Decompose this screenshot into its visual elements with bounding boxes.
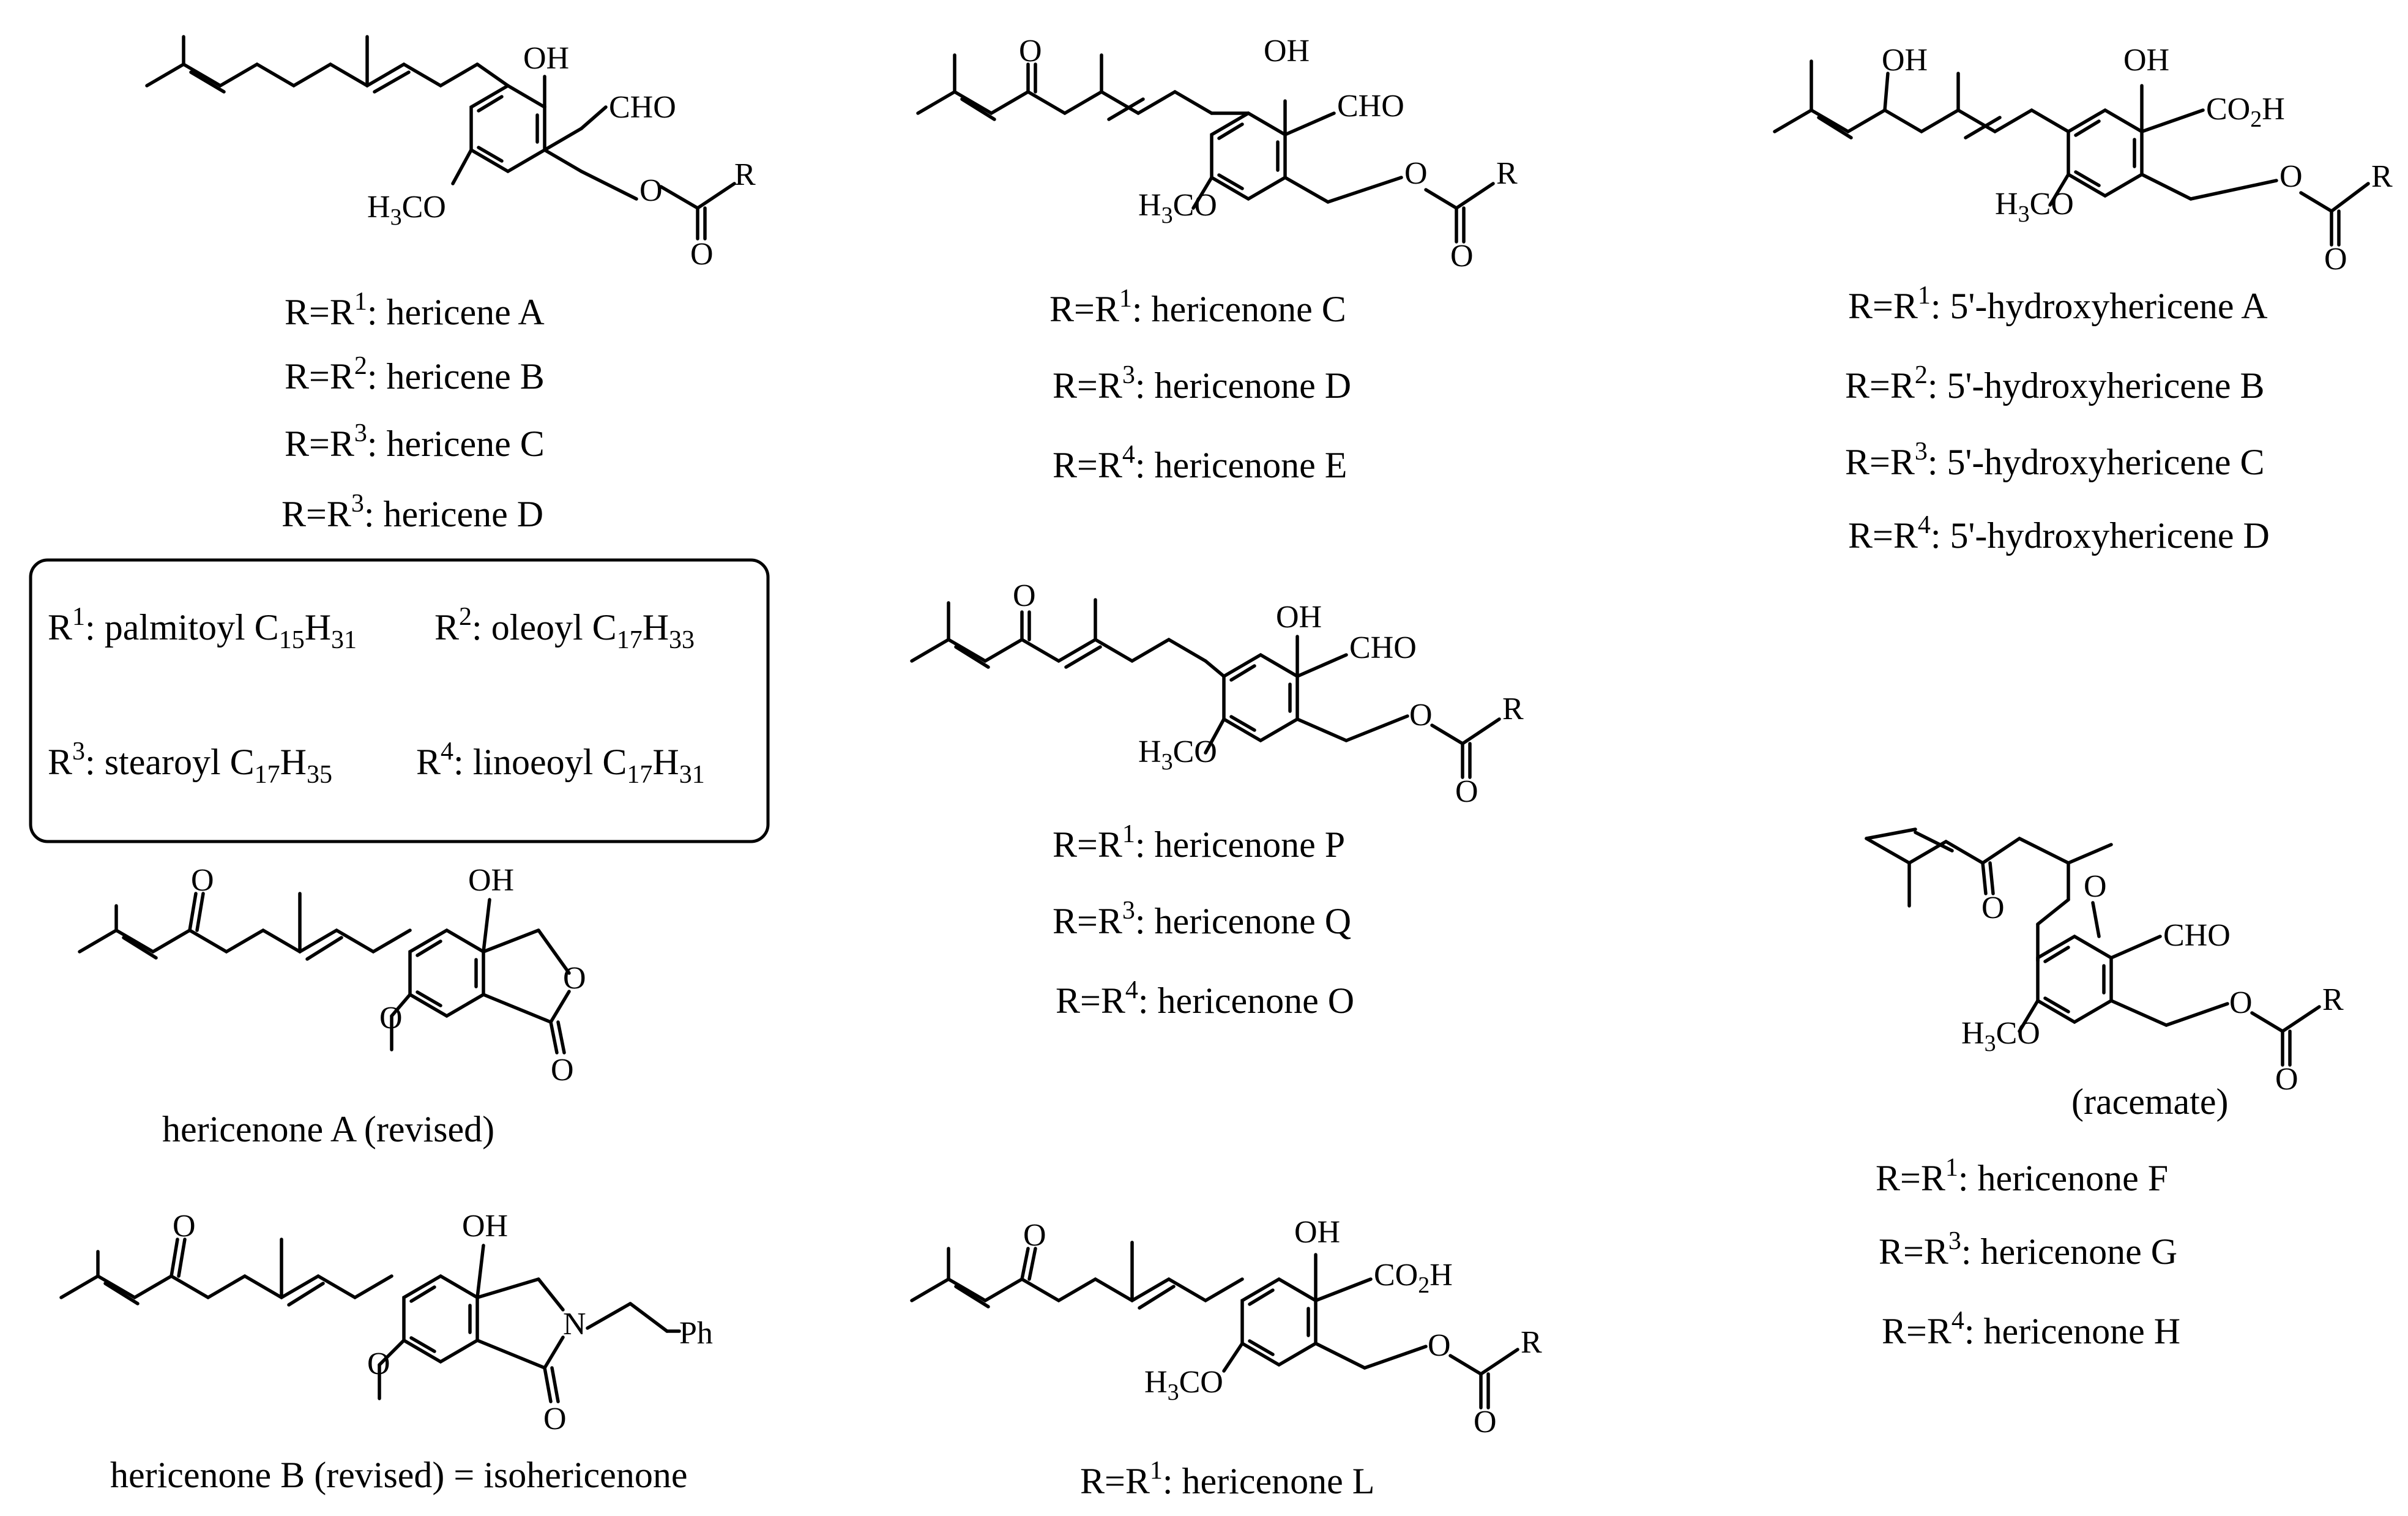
legend-box bbox=[29, 558, 770, 843]
h3co-label: H3CO bbox=[1995, 187, 2074, 227]
o-label: O bbox=[2229, 985, 2253, 1020]
captions: R=R1: hericene A R=R2: hericene B R=R3: … bbox=[110, 282, 2270, 1501]
caption-hericenone-p: R=R1: hericenone P bbox=[1053, 820, 1345, 865]
caption-hydroxyhericene-a: R=R1: 5'-hydroxyhericene A bbox=[1848, 282, 2268, 326]
structure-hericenone-pqo bbox=[910, 598, 1501, 779]
structure-hericenone-b bbox=[59, 1238, 681, 1403]
h3co-label: H3CO bbox=[1961, 1016, 2040, 1056]
o-label: O bbox=[1981, 891, 2005, 925]
o-label: O bbox=[1455, 774, 1478, 809]
caption-hydroxyhericene-d: R=R4: 5'-hydroxyhericene D bbox=[1848, 511, 2270, 556]
caption-hericene-c: R=R3: hericene C bbox=[285, 419, 545, 464]
legend: R1: palmitoyl C15H31 R2: oleoyl C17H33 R… bbox=[48, 603, 705, 789]
o-label: O bbox=[639, 173, 663, 208]
o-label: O bbox=[1013, 578, 1036, 613]
o-label: O bbox=[173, 1209, 196, 1244]
caption-hydroxyhericene-c: R=R3: 5'-hydroxyhericene C bbox=[1845, 438, 2265, 482]
h3co-label: H3CO bbox=[367, 190, 446, 230]
caption-hericenone-q: R=R3: hericenone Q bbox=[1053, 897, 1351, 941]
atom-labels: OH CHO H3CO O R O O OH CHO H3CO O R O OH… bbox=[173, 34, 2393, 1439]
o-label: O bbox=[1404, 156, 1428, 191]
cho-label: CHO bbox=[1349, 630, 1417, 665]
h3co-label: H3CO bbox=[1144, 1365, 1223, 1405]
caption-hydroxyhericene-b: R=R2: 5'-hydroxyhericene B bbox=[1845, 361, 2265, 406]
oh-label: OH bbox=[2123, 43, 2169, 78]
o-label: O bbox=[1450, 239, 1474, 274]
co2h-label: CO2H bbox=[2206, 92, 2285, 132]
o-label: O bbox=[543, 1402, 567, 1436]
legend-r4: R4: linoeoyl C17H31 bbox=[416, 737, 705, 789]
h3co-label: H3CO bbox=[1138, 188, 1217, 228]
caption-hericenone-a: hericenone A (revised) bbox=[162, 1109, 494, 1149]
oh-label: OH bbox=[1882, 43, 1928, 78]
o-label: O bbox=[1474, 1405, 1497, 1439]
r-label: R bbox=[1502, 692, 1524, 726]
oh-label: OH bbox=[523, 41, 569, 76]
o-label: O bbox=[2084, 869, 2107, 904]
legend-r3: R3: stearoyl C17H35 bbox=[48, 737, 332, 789]
r-label: R bbox=[734, 157, 756, 192]
o-label: O bbox=[2275, 1062, 2298, 1097]
caption-hericenone-f: R=R1: hericenone F bbox=[1876, 1154, 2168, 1198]
o-label: O bbox=[1409, 698, 1433, 733]
structure-hericenone-fgh bbox=[1865, 827, 2321, 1067]
caption-hericenone-b: hericenone B (revised) = isohericenone bbox=[110, 1455, 687, 1495]
caption-hericene-b: R=R2: hericene B bbox=[285, 352, 545, 397]
caption-hericene-d: R=R3: hericene D bbox=[281, 490, 543, 534]
o-label: O bbox=[191, 863, 214, 898]
caption-hericenone-e: R=R4: hericenone E bbox=[1053, 441, 1347, 485]
caption-hericenone-l: R=R1: hericenone L bbox=[1080, 1457, 1374, 1501]
caption-hericenone-d: R=R3: hericenone D bbox=[1053, 361, 1351, 406]
oh-label: OH bbox=[468, 863, 514, 898]
oh-label: OH bbox=[1294, 1215, 1340, 1250]
o-label: O bbox=[1023, 1218, 1046, 1253]
ph-label: Ph bbox=[679, 1316, 713, 1351]
r-label: R bbox=[1521, 1325, 1542, 1360]
oh-label: OH bbox=[1264, 34, 1310, 69]
o-label: O bbox=[2279, 159, 2303, 194]
caption-hericene-a: R=R1: hericene A bbox=[285, 288, 545, 332]
o-label: O bbox=[551, 1053, 574, 1088]
r-label: R bbox=[2322, 982, 2344, 1017]
n-label: N bbox=[563, 1307, 586, 1342]
o-label: O bbox=[379, 1001, 403, 1036]
structure-hydroxyhericene bbox=[1773, 59, 2370, 247]
legend-r1: R1: palmitoyl C15H31 bbox=[48, 603, 357, 654]
cho-label: CHO bbox=[1337, 89, 1404, 124]
structure-hericenone-cde bbox=[916, 53, 1495, 244]
cho-label: CHO bbox=[609, 90, 676, 125]
caption-hericenone-o: R=R4: hericenone O bbox=[1056, 976, 1354, 1021]
caption-hericenone-g: R=R3: hericenone G bbox=[1879, 1227, 2177, 1272]
caption-hericenone-c: R=R1: hericenone C bbox=[1049, 285, 1346, 329]
o-label: O bbox=[1428, 1328, 1451, 1363]
oh-label: OH bbox=[462, 1209, 508, 1244]
o-label: O bbox=[1019, 34, 1042, 69]
legend-r2: R2: oleoyl C17H33 bbox=[434, 603, 695, 654]
cho-label: CHO bbox=[2163, 918, 2231, 953]
h3co-label: H3CO bbox=[1138, 734, 1217, 775]
r-label: R bbox=[1496, 156, 1518, 191]
o-label: O bbox=[367, 1346, 390, 1381]
o-label: O bbox=[563, 961, 586, 996]
o-label: O bbox=[690, 237, 714, 272]
structure-hericene bbox=[145, 35, 736, 241]
r-label: R bbox=[2371, 159, 2393, 194]
caption-hericenone-h: R=R4: hericenone H bbox=[1882, 1307, 2180, 1351]
oh-label: OH bbox=[1276, 600, 1322, 635]
co2h-label: CO2H bbox=[1374, 1258, 1453, 1298]
o-label: O bbox=[2324, 242, 2347, 277]
structure-hericenone-a bbox=[78, 892, 571, 1055]
caption-racemate: (racemate) bbox=[2071, 1081, 2228, 1122]
structure-hericenone-l bbox=[910, 1241, 1519, 1410]
